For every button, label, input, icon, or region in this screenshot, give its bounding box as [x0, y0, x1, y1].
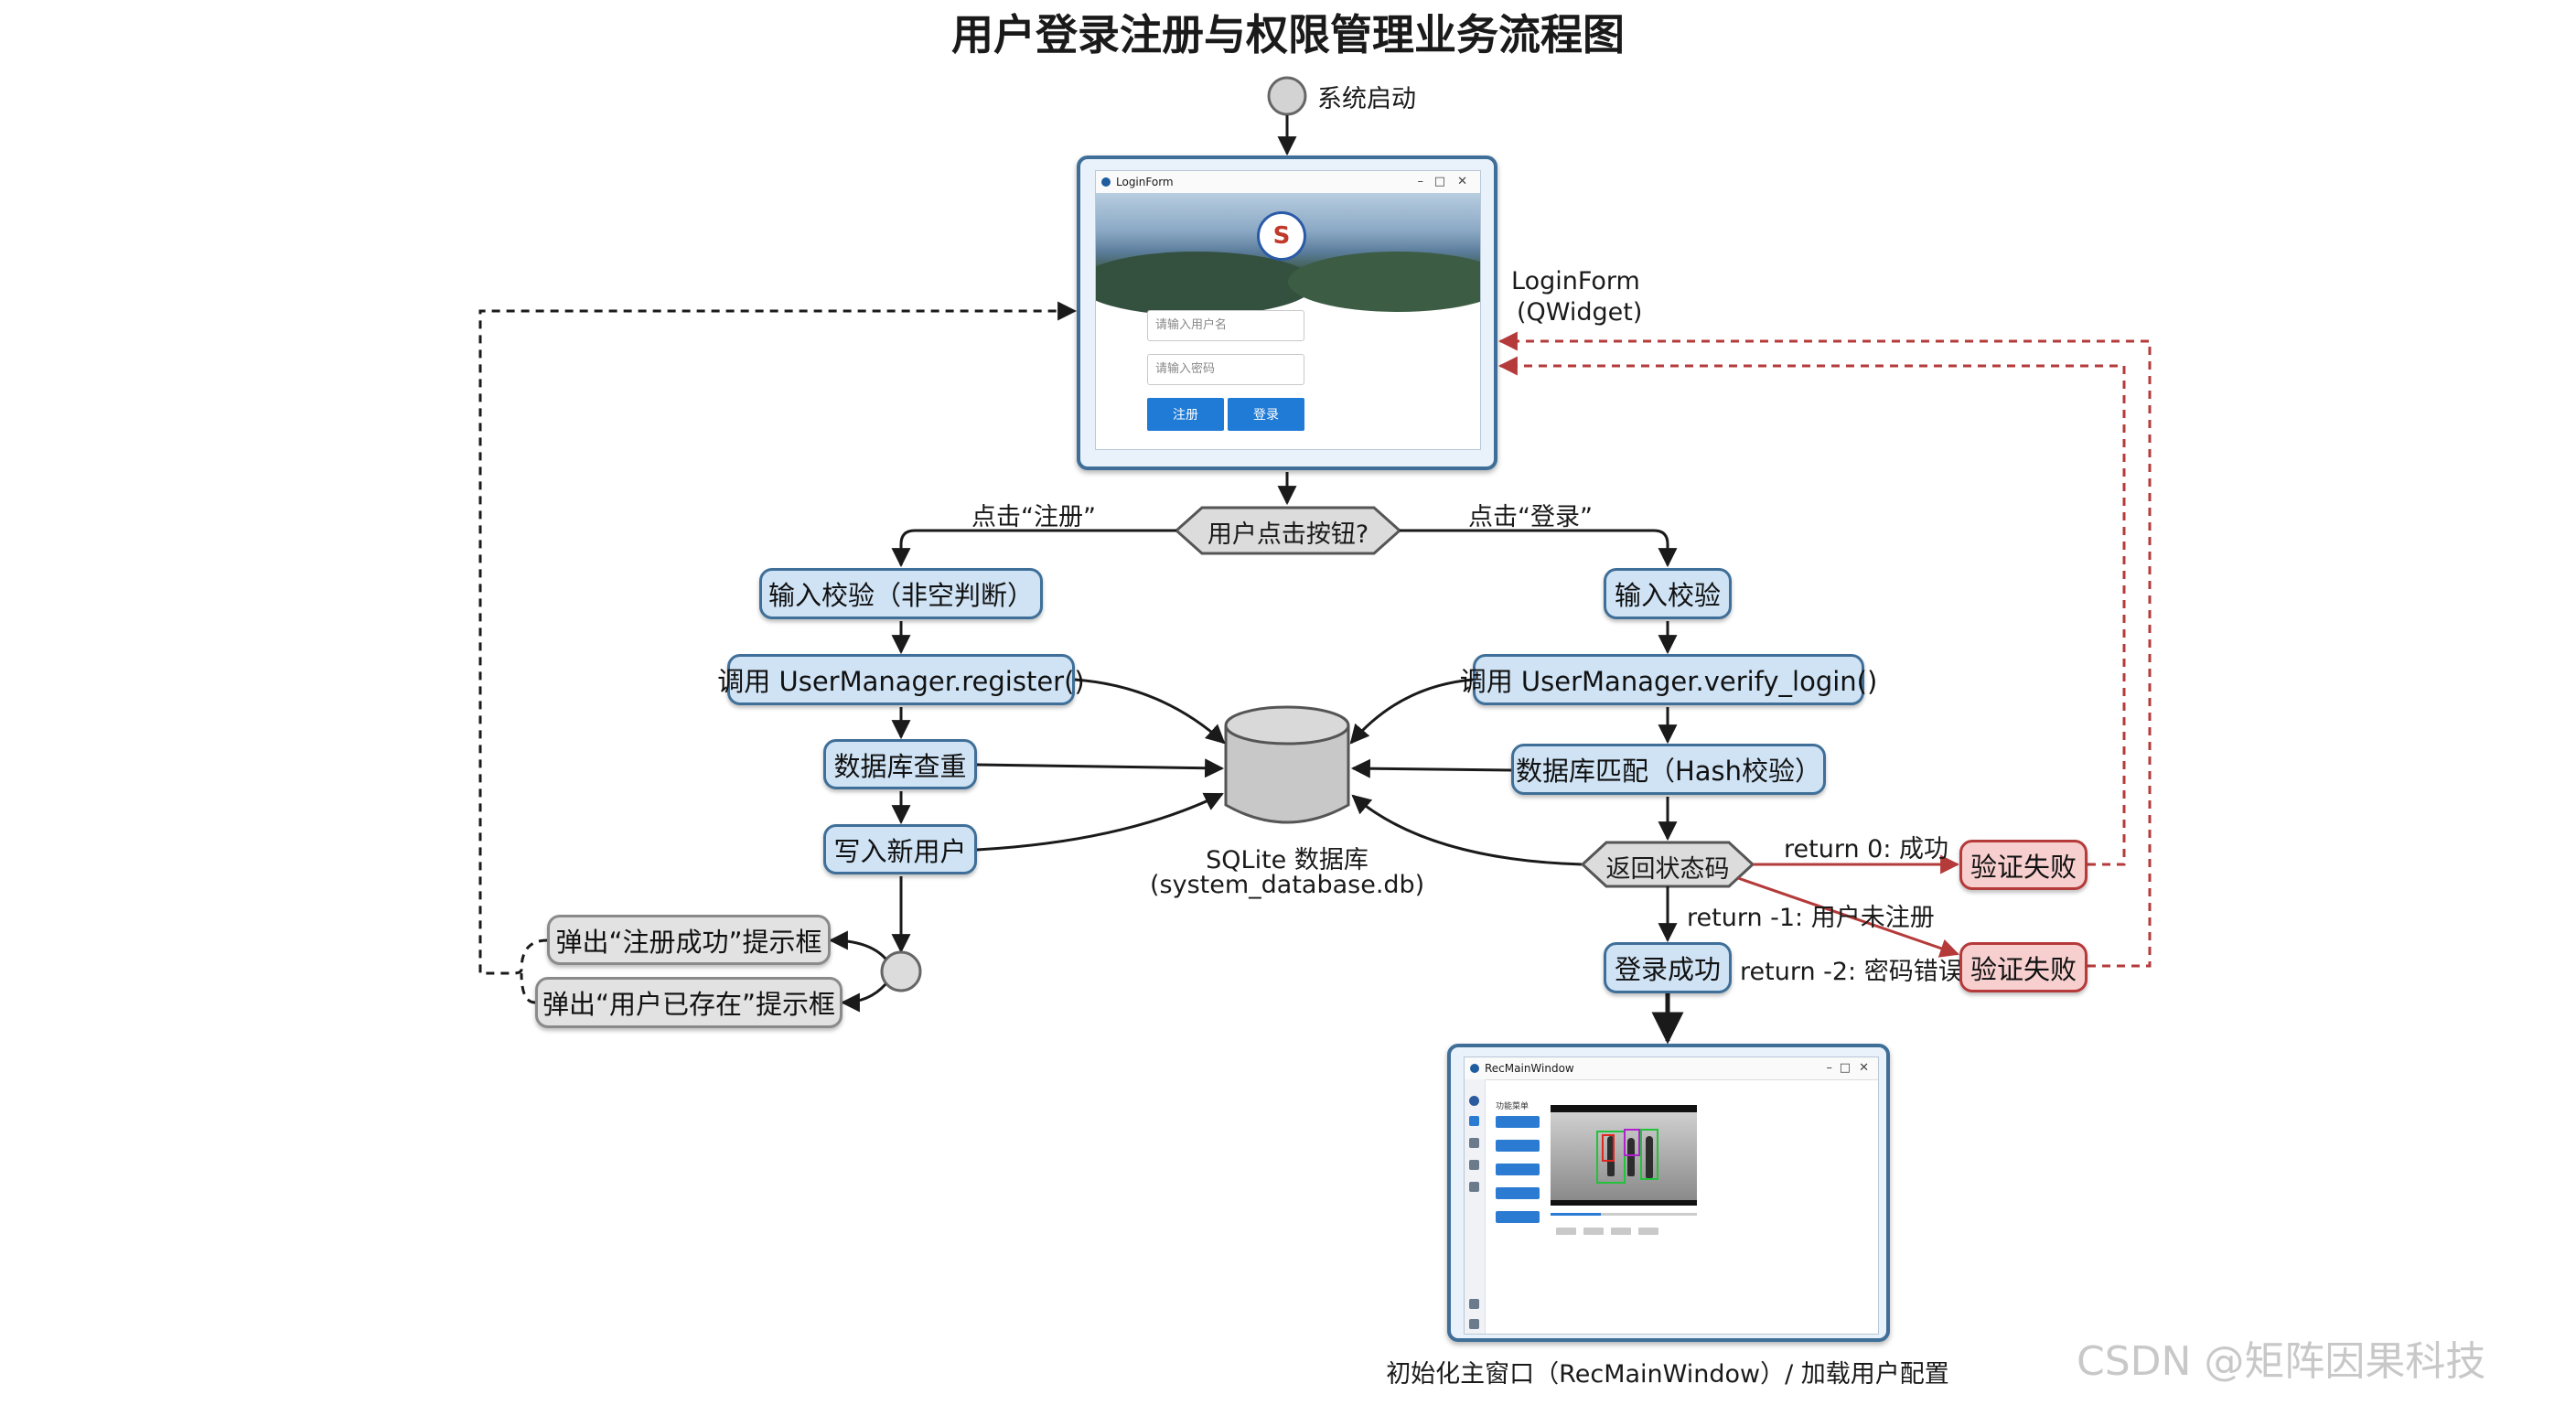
main-close-icon[interactable]: ✕ — [1859, 1061, 1869, 1075]
start-label: 系统启动 — [1317, 85, 1416, 113]
emblem-logo: S — [1257, 211, 1306, 261]
arrow-status-to-db — [1351, 794, 1583, 866]
control-button[interactable] — [1583, 1228, 1604, 1235]
arrow-merge-to-exists-popup — [840, 982, 887, 1013]
menu-button-3[interactable] — [1496, 1164, 1540, 1175]
sidebar-settings-icon[interactable] — [1469, 1299, 1479, 1309]
login-input-validation: 输入校验 — [1604, 568, 1732, 619]
start-node — [1267, 76, 1307, 116]
return-0-label: return 0: 成功 — [1784, 835, 1948, 863]
arrow-merge-to-success-popup — [828, 930, 887, 960]
video-preview — [1551, 1105, 1697, 1206]
close-icon[interactable]: ✕ — [1457, 175, 1467, 188]
login-window-title: LoginForm — [1116, 176, 1174, 188]
arrow-verify-call-to-db — [1349, 678, 1474, 745]
menu-button-2[interactable] — [1496, 1140, 1540, 1152]
username-input[interactable]: 请输入用户名 — [1147, 310, 1304, 341]
register-button[interactable]: 注册 — [1147, 398, 1224, 431]
detection-box — [1602, 1134, 1615, 1162]
reg-input-validation: 输入校验（非空判断） — [759, 568, 1043, 619]
hill-right — [1288, 252, 1480, 312]
decision-label: 用户点击按钮? — [1207, 520, 1369, 549]
control-button[interactable] — [1556, 1228, 1576, 1235]
login-titlebar: LoginForm – □ ✕ — [1096, 171, 1480, 194]
progress-fill — [1551, 1213, 1601, 1216]
sidebar-logo-icon — [1469, 1096, 1479, 1106]
mountain-banner: S — [1096, 193, 1480, 316]
login-window-body: LoginForm – □ ✕ S 请输入用户名 请输入密码 注册 登录 — [1095, 170, 1481, 450]
status-code-label: 返回状态码 — [1605, 855, 1730, 884]
dashed-return-fail1 — [1497, 356, 2126, 866]
detection-box — [1640, 1129, 1658, 1180]
dashed-return-register — [478, 301, 1078, 975]
panel-title: 功能菜单 — [1496, 1102, 1530, 1111]
arrow-to-login-check — [1400, 529, 1678, 568]
sidebar-home-icon[interactable] — [1469, 1116, 1479, 1126]
control-button[interactable] — [1611, 1228, 1631, 1235]
maximize-icon[interactable]: □ — [1433, 175, 1445, 188]
main-window-body: RecMainWindow – □ ✕ 功能菜单 — [1464, 1056, 1879, 1335]
merge-node — [880, 950, 922, 992]
diagram-title: 用户登录注册与权限管理业务流程图 — [951, 10, 1625, 59]
person-figure — [1607, 1136, 1615, 1176]
verify-fail-1: 验证失败 — [1959, 840, 2088, 890]
login-window-mockup: LoginForm – □ ✕ S 请输入用户名 请输入密码 注册 登录 — [1077, 156, 1497, 470]
main-window-mockup: RecMainWindow – □ ✕ 功能菜单 — [1447, 1044, 1890, 1342]
main-app-icon — [1470, 1064, 1479, 1073]
playback-progress[interactable] — [1551, 1213, 1697, 1216]
popup-register-success: 弹出“注册成功”提示框 — [547, 915, 831, 965]
main-window-caption: 初始化主窗口（RecMainWindow）/ 加载用户配置 — [1386, 1360, 1949, 1389]
main-minimize-icon[interactable]: – — [1826, 1061, 1833, 1075]
login-hash-match: 数据库匹配（Hash校验） — [1511, 744, 1826, 795]
hill-left — [1096, 252, 1315, 316]
reg-call-register: 调用 UserManager.register() — [717, 654, 1085, 705]
reg-dup-check: 数据库查重 — [823, 739, 977, 789]
main-sidebar — [1465, 1079, 1486, 1334]
login-call-verify: 调用 UserManager.verify_login() — [1460, 654, 1877, 705]
main-maximize-icon[interactable]: □ — [1839, 1061, 1851, 1075]
main-titlebar: RecMainWindow – □ ✕ — [1465, 1057, 1878, 1080]
db-filename: (system_database.db) — [1150, 871, 1425, 899]
login-caption-type: (QWidget) — [1517, 298, 1643, 327]
watermark: CSDN @矩阵因果科技 — [2077, 1338, 2486, 1385]
verify-fail-2: 验证失败 — [1959, 942, 2088, 992]
branch-login-label: 点击“登录” — [1468, 503, 1593, 531]
arrow-hash-to-db — [1350, 758, 1512, 778]
reg-insert-user: 写入新用户 — [823, 824, 977, 874]
minimize-icon[interactable]: – — [1417, 175, 1424, 188]
detection-box — [1624, 1129, 1640, 1156]
login-caption-name: LoginForm — [1511, 267, 1640, 295]
control-button[interactable] — [1638, 1228, 1658, 1235]
arrow-dup-check-to-db — [976, 758, 1225, 778]
return-1-label: return -1: 用户未注册 — [1687, 904, 1935, 932]
dashed-return-fail2 — [1497, 331, 2152, 968]
sidebar-camera-icon[interactable] — [1469, 1138, 1479, 1148]
person-figure — [1646, 1136, 1653, 1178]
menu-button-4[interactable] — [1496, 1187, 1540, 1199]
arrow-reg-call-to-db — [1074, 678, 1226, 745]
dashed-return-register-2 — [520, 972, 536, 1004]
menu-button-5[interactable] — [1496, 1211, 1540, 1223]
detection-box — [1596, 1131, 1626, 1184]
return-2-label: return -2: 密码错误 — [1740, 958, 1963, 986]
database-cylinder — [1224, 705, 1350, 824]
sidebar-folder-icon[interactable] — [1469, 1160, 1479, 1170]
arrow-to-register — [891, 529, 1176, 568]
db-label: SQLite 数据库 — [1206, 846, 1368, 874]
password-input[interactable]: 请输入密码 — [1147, 354, 1304, 385]
login-success: 登录成功 — [1604, 942, 1732, 993]
branch-register-label: 点击“注册” — [971, 503, 1096, 531]
app-icon — [1101, 177, 1111, 187]
sidebar-user-icon[interactable] — [1469, 1319, 1479, 1329]
login-button[interactable]: 登录 — [1228, 398, 1304, 431]
menu-button-1[interactable] — [1496, 1116, 1540, 1128]
person-figure — [1627, 1138, 1635, 1176]
arrow-status-to-fail2 — [1737, 876, 1959, 958]
main-window-title: RecMainWindow — [1485, 1062, 1574, 1075]
sidebar-chart-icon[interactable] — [1469, 1182, 1479, 1192]
popup-user-exists: 弹出“用户已存在”提示框 — [535, 977, 843, 1028]
arrow-insert-to-db — [976, 792, 1224, 852]
